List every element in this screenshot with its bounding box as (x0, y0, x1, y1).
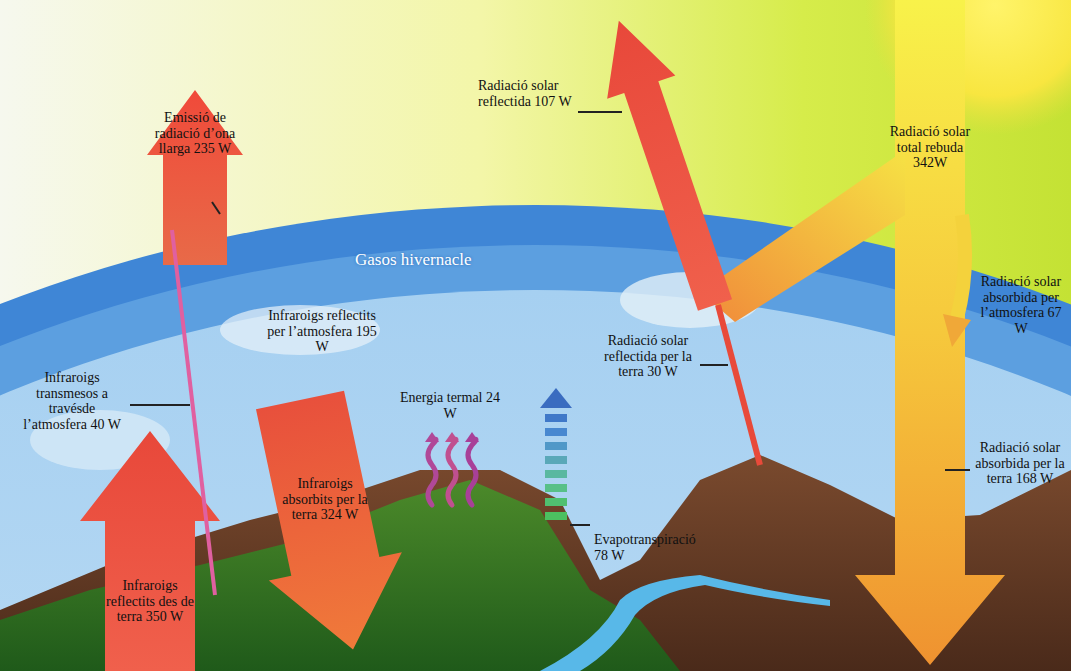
arrow-label: Infraroigs transmesos a travésde l’atmos… (18, 370, 126, 433)
arrow-label: Radiació solar reflectida per la terra 3… (600, 333, 696, 380)
region-label: Gasos hivernacle (355, 250, 525, 269)
arrow-label: Energia termal 24 W (395, 390, 505, 421)
arrow-label: Infraroigs absorbits per la terra 324 W (275, 476, 375, 523)
arrow-label: Radiació solar absorbida per la terra 16… (975, 440, 1065, 487)
arrow-label: Emissió de radiació d’ona llarga 235 W (145, 110, 245, 157)
arrow-label: Radiació solar reflectida 107 W (478, 78, 574, 109)
arrow-label: Radiació solar absorbida per l’atmosfera… (977, 274, 1065, 337)
arrow-label: Radiació solar total rebuda 342W (880, 124, 980, 171)
arrow-label: Infraroigs reflectits des de terra 350 W (98, 578, 202, 625)
arrow-label: Evapotranspiració 78 W (594, 532, 712, 563)
arrow-label: Infraroigs reflectits per l’atmosfera 19… (266, 308, 378, 355)
